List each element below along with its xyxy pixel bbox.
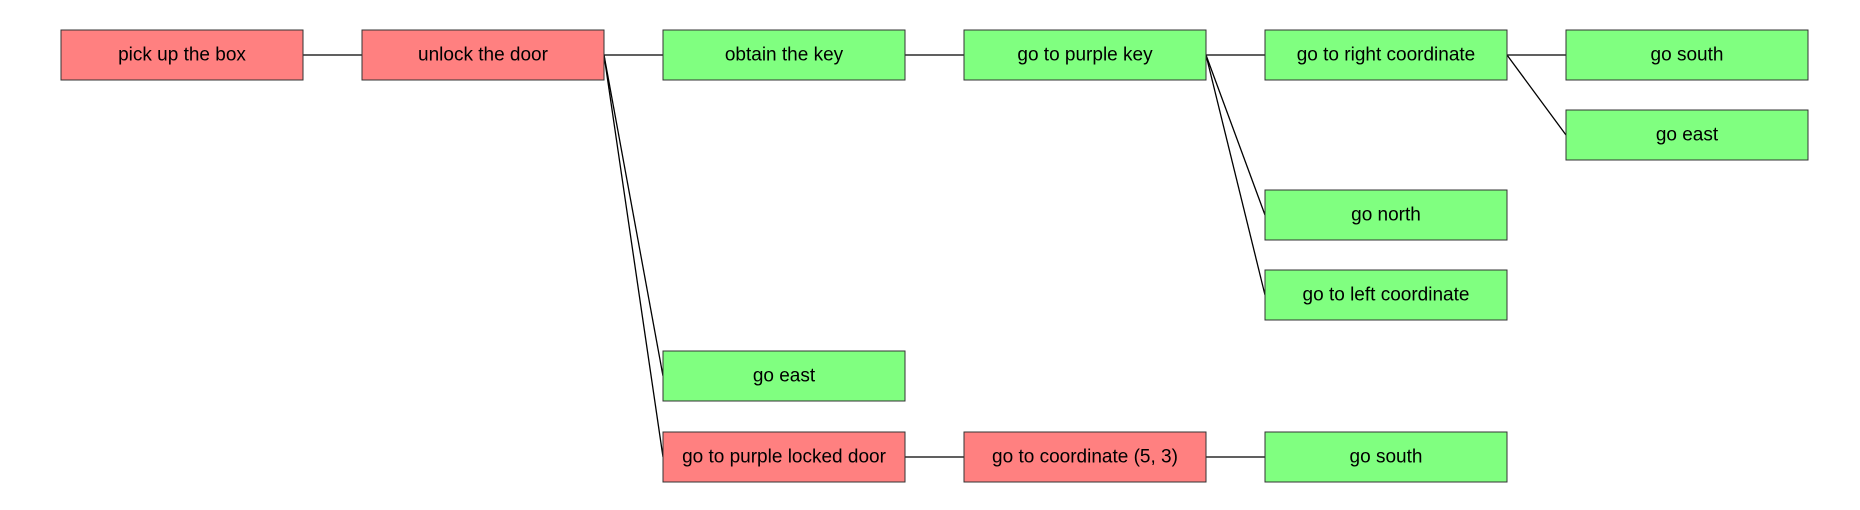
- task-node: go to purple locked door: [662, 431, 906, 483]
- task-node: go south: [1565, 29, 1809, 81]
- task-node: obtain the key: [662, 29, 906, 81]
- task-node-label: pick up the box: [118, 45, 246, 66]
- task-node: go east: [1565, 109, 1809, 161]
- task-node-label: go to right coordinate: [1297, 45, 1476, 66]
- task-node-box-failed: [963, 431, 1207, 483]
- task-node-box-success: [662, 29, 906, 81]
- task-node: go south: [1264, 431, 1508, 483]
- task-node-label: go to purple key: [1017, 45, 1153, 66]
- edges-layer: [303, 54, 1567, 458]
- task-node: go to purple key: [963, 29, 1207, 81]
- task-node-box-success: [1264, 189, 1508, 241]
- task-node-box-failed: [361, 29, 605, 81]
- task-node-box-failed: [662, 431, 906, 483]
- task-node-box-success: [1565, 29, 1809, 81]
- task-node-box-success: [1264, 269, 1508, 321]
- task-node-label: go south: [1651, 45, 1724, 66]
- task-node-label: go to coordinate (5, 3): [992, 447, 1178, 468]
- task-node-label: go east: [1656, 125, 1719, 146]
- edge-n4-n9: [1205, 54, 1266, 296]
- task-node: go to left coordinate: [1264, 269, 1508, 321]
- task-node: go to coordinate (5, 3): [963, 431, 1207, 483]
- task-node-label: unlock the door: [418, 45, 549, 66]
- task-node: pick up the box: [60, 29, 304, 81]
- edge-n5-n7: [1506, 54, 1567, 136]
- task-node-box-failed: [60, 29, 304, 81]
- edge-n2-n11: [603, 54, 664, 458]
- edge-n2-n10: [603, 54, 664, 377]
- nodes-layer: pick up the box unlock the door obtain the…: [60, 29, 1809, 483]
- edge-n4-n8: [1205, 54, 1266, 216]
- task-node-label: obtain the key: [725, 45, 844, 66]
- task-node-label: go to purple locked door: [682, 447, 887, 468]
- task-node-box-success: [1264, 29, 1508, 81]
- task-node: go north: [1264, 189, 1508, 241]
- task-node-label: go north: [1351, 205, 1421, 226]
- task-node-box-success: [662, 350, 906, 402]
- task-node: go to right coordinate: [1264, 29, 1508, 81]
- task-node-box-success: [1565, 109, 1809, 161]
- task-node-box-success: [963, 29, 1207, 81]
- task-node-label: go to left coordinate: [1303, 285, 1470, 306]
- task-node: unlock the door: [361, 29, 605, 81]
- task-node: go east: [662, 350, 906, 402]
- task-node-label: go south: [1350, 447, 1423, 468]
- task-node-box-success: [1264, 431, 1508, 483]
- task-node-label: go east: [753, 366, 816, 387]
